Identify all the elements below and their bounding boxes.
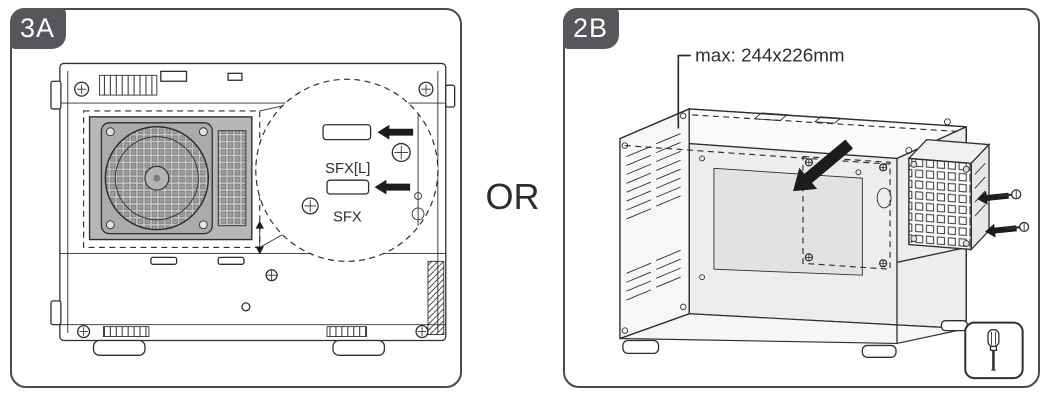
panel-2b: 2B — [562, 7, 1040, 388]
step-badge-2b: 2B — [562, 7, 619, 49]
motherboard-tray — [713, 167, 863, 276]
zoom-detail-circle: SFX[L] SFX — [255, 78, 439, 262]
case-foot — [861, 344, 897, 358]
screw-icon — [993, 189, 1022, 200]
sfx-arrow-icon — [374, 179, 411, 195]
case-foot — [92, 339, 146, 356]
screw-icon — [1001, 221, 1030, 232]
step-badge-3a: 3A — [9, 7, 66, 49]
sfx-l-arrow-icon — [377, 124, 414, 140]
case-foot — [622, 339, 660, 354]
psu-target-zone-dashed — [802, 155, 891, 270]
max-dimensions-leader-line — [677, 54, 692, 129]
diagram-3a: SFX[L] SFX — [50, 62, 456, 356]
diagram-2b: max: 244x226mm — [619, 44, 1030, 380]
pci-bracket — [427, 260, 445, 335]
sfx-l-slot — [322, 124, 372, 141]
psu-bracket — [907, 138, 991, 252]
screw-arrow-icon — [977, 191, 1009, 205]
sfx-label: SFX — [333, 210, 362, 226]
screw-row-bottom — [985, 221, 1030, 238]
screw-arrow-icon — [985, 223, 1017, 238]
insert-arrow-icon — [793, 139, 853, 192]
screw-row-top — [977, 189, 1022, 205]
case-foot — [332, 339, 386, 356]
clearance-arrow-icon — [255, 220, 264, 255]
panel-3a: 3A — [9, 7, 462, 388]
psu-fan-illustration — [88, 116, 253, 241]
sfx-l-label: SFX[L] — [325, 161, 370, 177]
or-label: OR — [485, 176, 540, 217]
sfx-slot — [326, 179, 370, 195]
max-dimensions-label: max: 244x226mm — [695, 44, 844, 65]
case-isometric — [619, 107, 968, 358]
screwdriver-icon — [987, 328, 1000, 371]
case-foot — [940, 320, 968, 332]
